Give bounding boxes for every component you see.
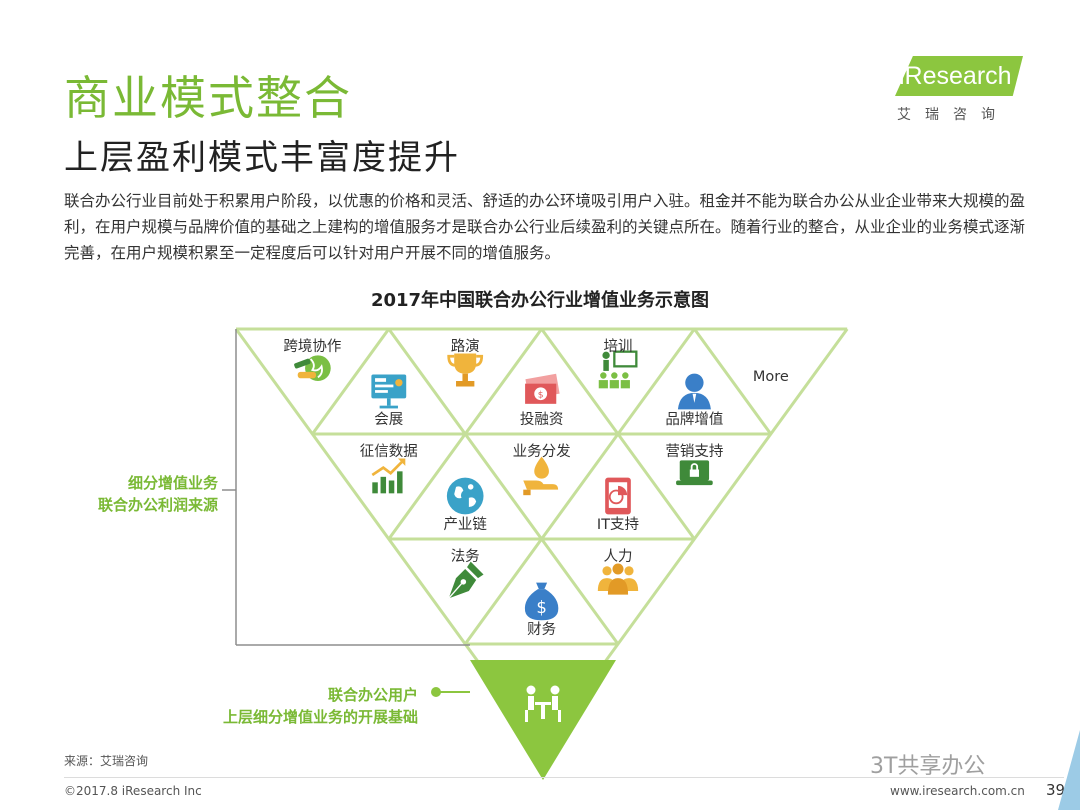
user-base-triangle — [470, 660, 616, 780]
grid-line — [693, 328, 773, 435]
globe-map-icon — [446, 477, 484, 515]
training-class-icon — [597, 350, 638, 390]
grid-line — [463, 328, 696, 645]
intro-paragraph: 联合办公行业目前处于积累用户阶段，以优惠的价格和灵活、舒适的办公环境吸引用户入驻… — [64, 192, 1026, 262]
side-label-line: 上层细分增值业务的开展基础 — [222, 708, 418, 726]
service-label: 征信数据 — [360, 443, 418, 460]
service-label: 产业链 — [443, 516, 487, 533]
side-label-line: 细分增值业务 — [127, 474, 218, 492]
chart-growth-icon — [370, 457, 407, 495]
service-cell: IT支持 — [597, 476, 639, 533]
service-label: 人力 — [604, 548, 633, 565]
side-label-line: 联合办公用户 — [327, 686, 418, 704]
service-cell: 征信数据 — [360, 443, 418, 495]
side-label-users: 联合办公用户 上层细分增值业务的开展基础 — [150, 684, 418, 728]
source-note: 来源：艾瑞咨询 — [64, 754, 149, 768]
service-label: 投融资 — [520, 411, 564, 428]
service-label: 营销支持 — [665, 443, 723, 460]
service-cell: 跨境协作 — [283, 337, 341, 382]
hand-drop-icon — [523, 456, 559, 496]
people-group-icon — [597, 563, 639, 595]
laptop-lock-icon — [675, 459, 714, 487]
page-subtitle: 上层盈利模式丰富度提升 — [64, 138, 460, 178]
logo-badge — [895, 56, 1023, 96]
copyright: ©2017.8 iResearch Inc — [64, 784, 202, 798]
pen-nib-icon — [448, 560, 485, 600]
service-label: 财务 — [527, 621, 556, 638]
service-cell: 人力 — [597, 548, 639, 595]
service-cell: 业务分发 — [513, 443, 571, 496]
money-bag-icon — [524, 582, 559, 621]
service-cell: 营销支持 — [665, 443, 723, 487]
grid-line — [540, 328, 696, 540]
service-cell: 产业链 — [443, 477, 487, 533]
service-label: 业务分发 — [513, 443, 571, 460]
service-label: 品牌增值 — [665, 411, 723, 428]
site-url: www.iresearch.com.cn — [890, 784, 1025, 798]
logo-cn-text: 艾瑞咨询 — [897, 107, 1009, 123]
side-label-segment-services: 细分增值业务 联合办公利润来源 — [40, 472, 218, 516]
service-label: 法务 — [451, 548, 480, 565]
iresearch-logo: iResearch 艾瑞咨询 — [895, 56, 1035, 126]
side-label-line: 联合办公利润来源 — [97, 496, 218, 514]
page-title: 商业模式整合 — [64, 71, 352, 125]
grid-line — [387, 328, 620, 645]
service-label: 路演 — [451, 338, 480, 355]
service-cell: 品牌增值 — [665, 373, 723, 428]
grid-line — [311, 328, 391, 435]
handshake-globe-icon — [292, 354, 332, 382]
logo-text: iResearch — [899, 62, 1012, 90]
service-cell: 会展 — [371, 374, 407, 428]
tablet-chart-icon — [604, 476, 632, 516]
service-label: 培训 — [604, 338, 633, 355]
service-cell: 培训 — [597, 338, 638, 390]
presentation-board-icon — [371, 374, 407, 409]
service-label: More — [753, 369, 789, 385]
watermark: 3T共享办公 — [870, 754, 986, 779]
service-label: IT支持 — [597, 516, 639, 533]
diagram-title: 2017年中国联合办公行业增值业务示意图 — [370, 290, 710, 311]
service-cell: More — [753, 369, 789, 385]
service-cell: 财务 — [524, 582, 559, 638]
trophy-icon — [447, 352, 484, 388]
service-label: 会展 — [374, 411, 403, 428]
money-bill-icon — [525, 373, 560, 404]
footer-divider — [64, 777, 1064, 778]
service-label: 跨境协作 — [283, 337, 341, 355]
service-cell: 法务 — [448, 548, 485, 600]
user-profile-icon — [677, 373, 711, 410]
page-number: 39 — [1046, 781, 1066, 799]
service-cell: 路演 — [447, 338, 484, 388]
service-cell: 投融资 — [520, 373, 564, 428]
